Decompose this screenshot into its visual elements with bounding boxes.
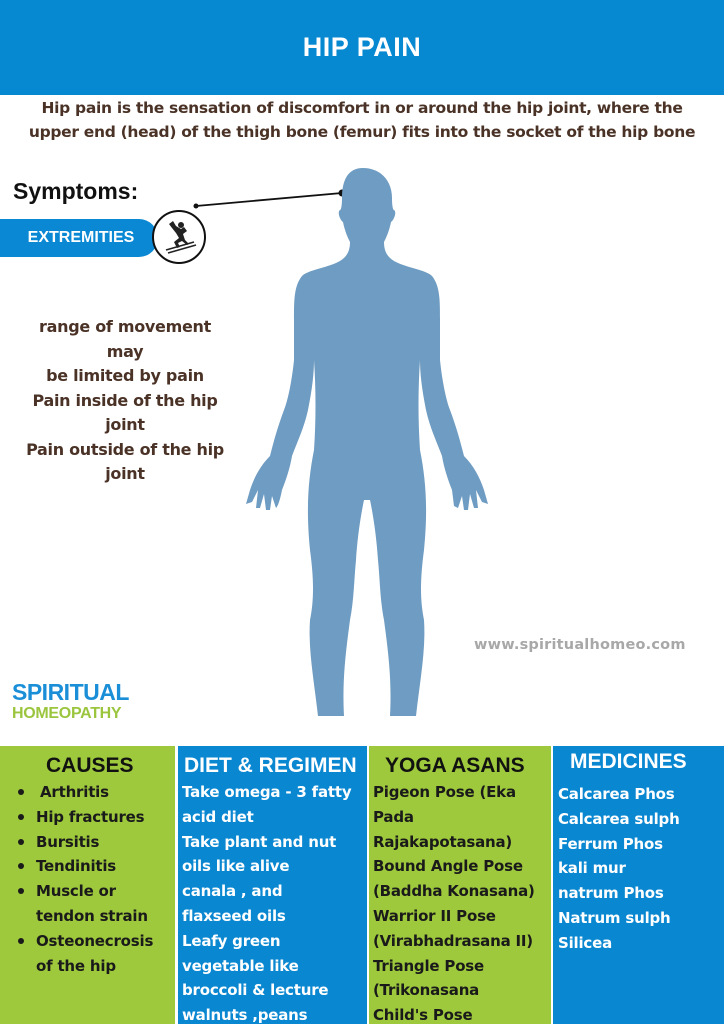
diet-line: broccoli & lecture [182, 981, 329, 1000]
diet-line: Take omega - 3 fatty [182, 783, 352, 801]
symptom-line: may [106, 341, 144, 361]
diet-regimen-column: DIET & REGIMEN Take omega - 3 fatty acid… [178, 746, 367, 1024]
medicine-item: Calcarea Phos [558, 785, 675, 803]
page-title: HIP PAIN [302, 32, 422, 62]
yoga-line: (Virabhadrasana II) [373, 931, 533, 950]
symptom-line: Pain outside of the hip [26, 439, 224, 459]
yoga-line: Pigeon Pose (Eka [373, 783, 516, 801]
symptom-line: joint [105, 464, 145, 483]
medicine-item: Silicea [558, 933, 613, 952]
medicine-item: natrum Phos [558, 884, 664, 903]
causes-list: Arthritis Hip fractures Bursitis Tendini… [0, 780, 175, 978]
medicine-item: Ferrum Phos [558, 834, 663, 853]
medicines-column: MEDICINES Calcarea Phos Calcarea sulph F… [553, 746, 724, 1024]
medicine-item: Calcarea sulph [558, 809, 680, 828]
diet-heading: DIET & REGIMEN [184, 754, 357, 777]
diet-line: Leafy green [182, 931, 281, 950]
extremities-label: EXTREMITIES [27, 229, 135, 246]
brand-name-bottom: HOMEOPATHY [12, 705, 122, 722]
info-columns: CAUSES Arthritis Hip fractures Bursitis … [0, 746, 724, 1024]
symptom-line: joint [105, 415, 145, 434]
skier-icon [152, 210, 206, 264]
yoga-line: (Baddha Konasana) [373, 882, 535, 901]
brand-logo: SPIRITUAL HOMEOPATHY [12, 680, 129, 724]
symptom-line: range of movement [39, 317, 211, 336]
cause-item: Tendinitis [16, 854, 175, 879]
intro-line: Hip pain is the sensation of discomfort … [41, 99, 683, 117]
cause-item: Muscle or tendon strain [16, 879, 175, 929]
cause-item: Bursitis [16, 830, 175, 855]
causes-heading: CAUSES [46, 754, 134, 777]
yoga-line: Triangle Pose [373, 956, 484, 975]
human-body-icon [246, 168, 488, 716]
extremities-badge: EXTREMITIES [0, 219, 158, 257]
diet-line: flaxseed oils [182, 906, 286, 925]
diet-line: acid diet [182, 807, 254, 826]
yoga-line: Warrior II Pose [373, 906, 496, 925]
diet-line: oils like alive [182, 857, 290, 876]
medicine-item: Natrum sulph [558, 908, 671, 927]
website-url: www.spiritualhomeo.com [474, 637, 686, 653]
cause-item: Arthritis [16, 780, 175, 805]
yoga-heading: YOGA ASANS [385, 754, 525, 777]
intro-description: Hip pain is the sensation of discomfort … [0, 96, 724, 144]
brand-name-top: SPIRITUAL [12, 679, 129, 705]
header-banner: HIP PAIN [0, 0, 724, 95]
symptom-line: Pain inside of the hip [32, 390, 218, 410]
yoga-line: (Trikonasana [373, 981, 480, 1000]
diet-line: Take plant and nut [182, 832, 337, 851]
diet-line: walnuts ,peans [182, 1006, 308, 1024]
yoga-line: Bound Angle Pose [373, 857, 523, 876]
yoga-line: Pada [373, 807, 414, 826]
causes-column: CAUSES Arthritis Hip fractures Bursitis … [0, 746, 175, 1024]
symptoms-heading: Symptoms: [13, 178, 139, 204]
cause-item: Hip fractures [16, 805, 175, 830]
medicine-item: kali mur [558, 859, 626, 878]
medicines-heading: MEDICINES [570, 750, 687, 773]
diet-line: vegetable like [182, 956, 299, 975]
cause-item: Osteonecrosis of the hip [16, 929, 175, 979]
symptom-line: be limited by pain [46, 366, 204, 385]
yoga-line: Child's Pose [373, 1006, 473, 1024]
yoga-line: Rajakapotasana) [373, 832, 513, 851]
diet-line: canala , and [182, 882, 283, 901]
intro-line: upper end (head) of the thigh bone (femu… [28, 123, 696, 141]
symptoms-list: range of movement may be limited by pain… [10, 315, 240, 487]
yoga-asans-column: YOGA ASANS Pigeon Pose (Eka Pada Rajakap… [369, 746, 551, 1024]
